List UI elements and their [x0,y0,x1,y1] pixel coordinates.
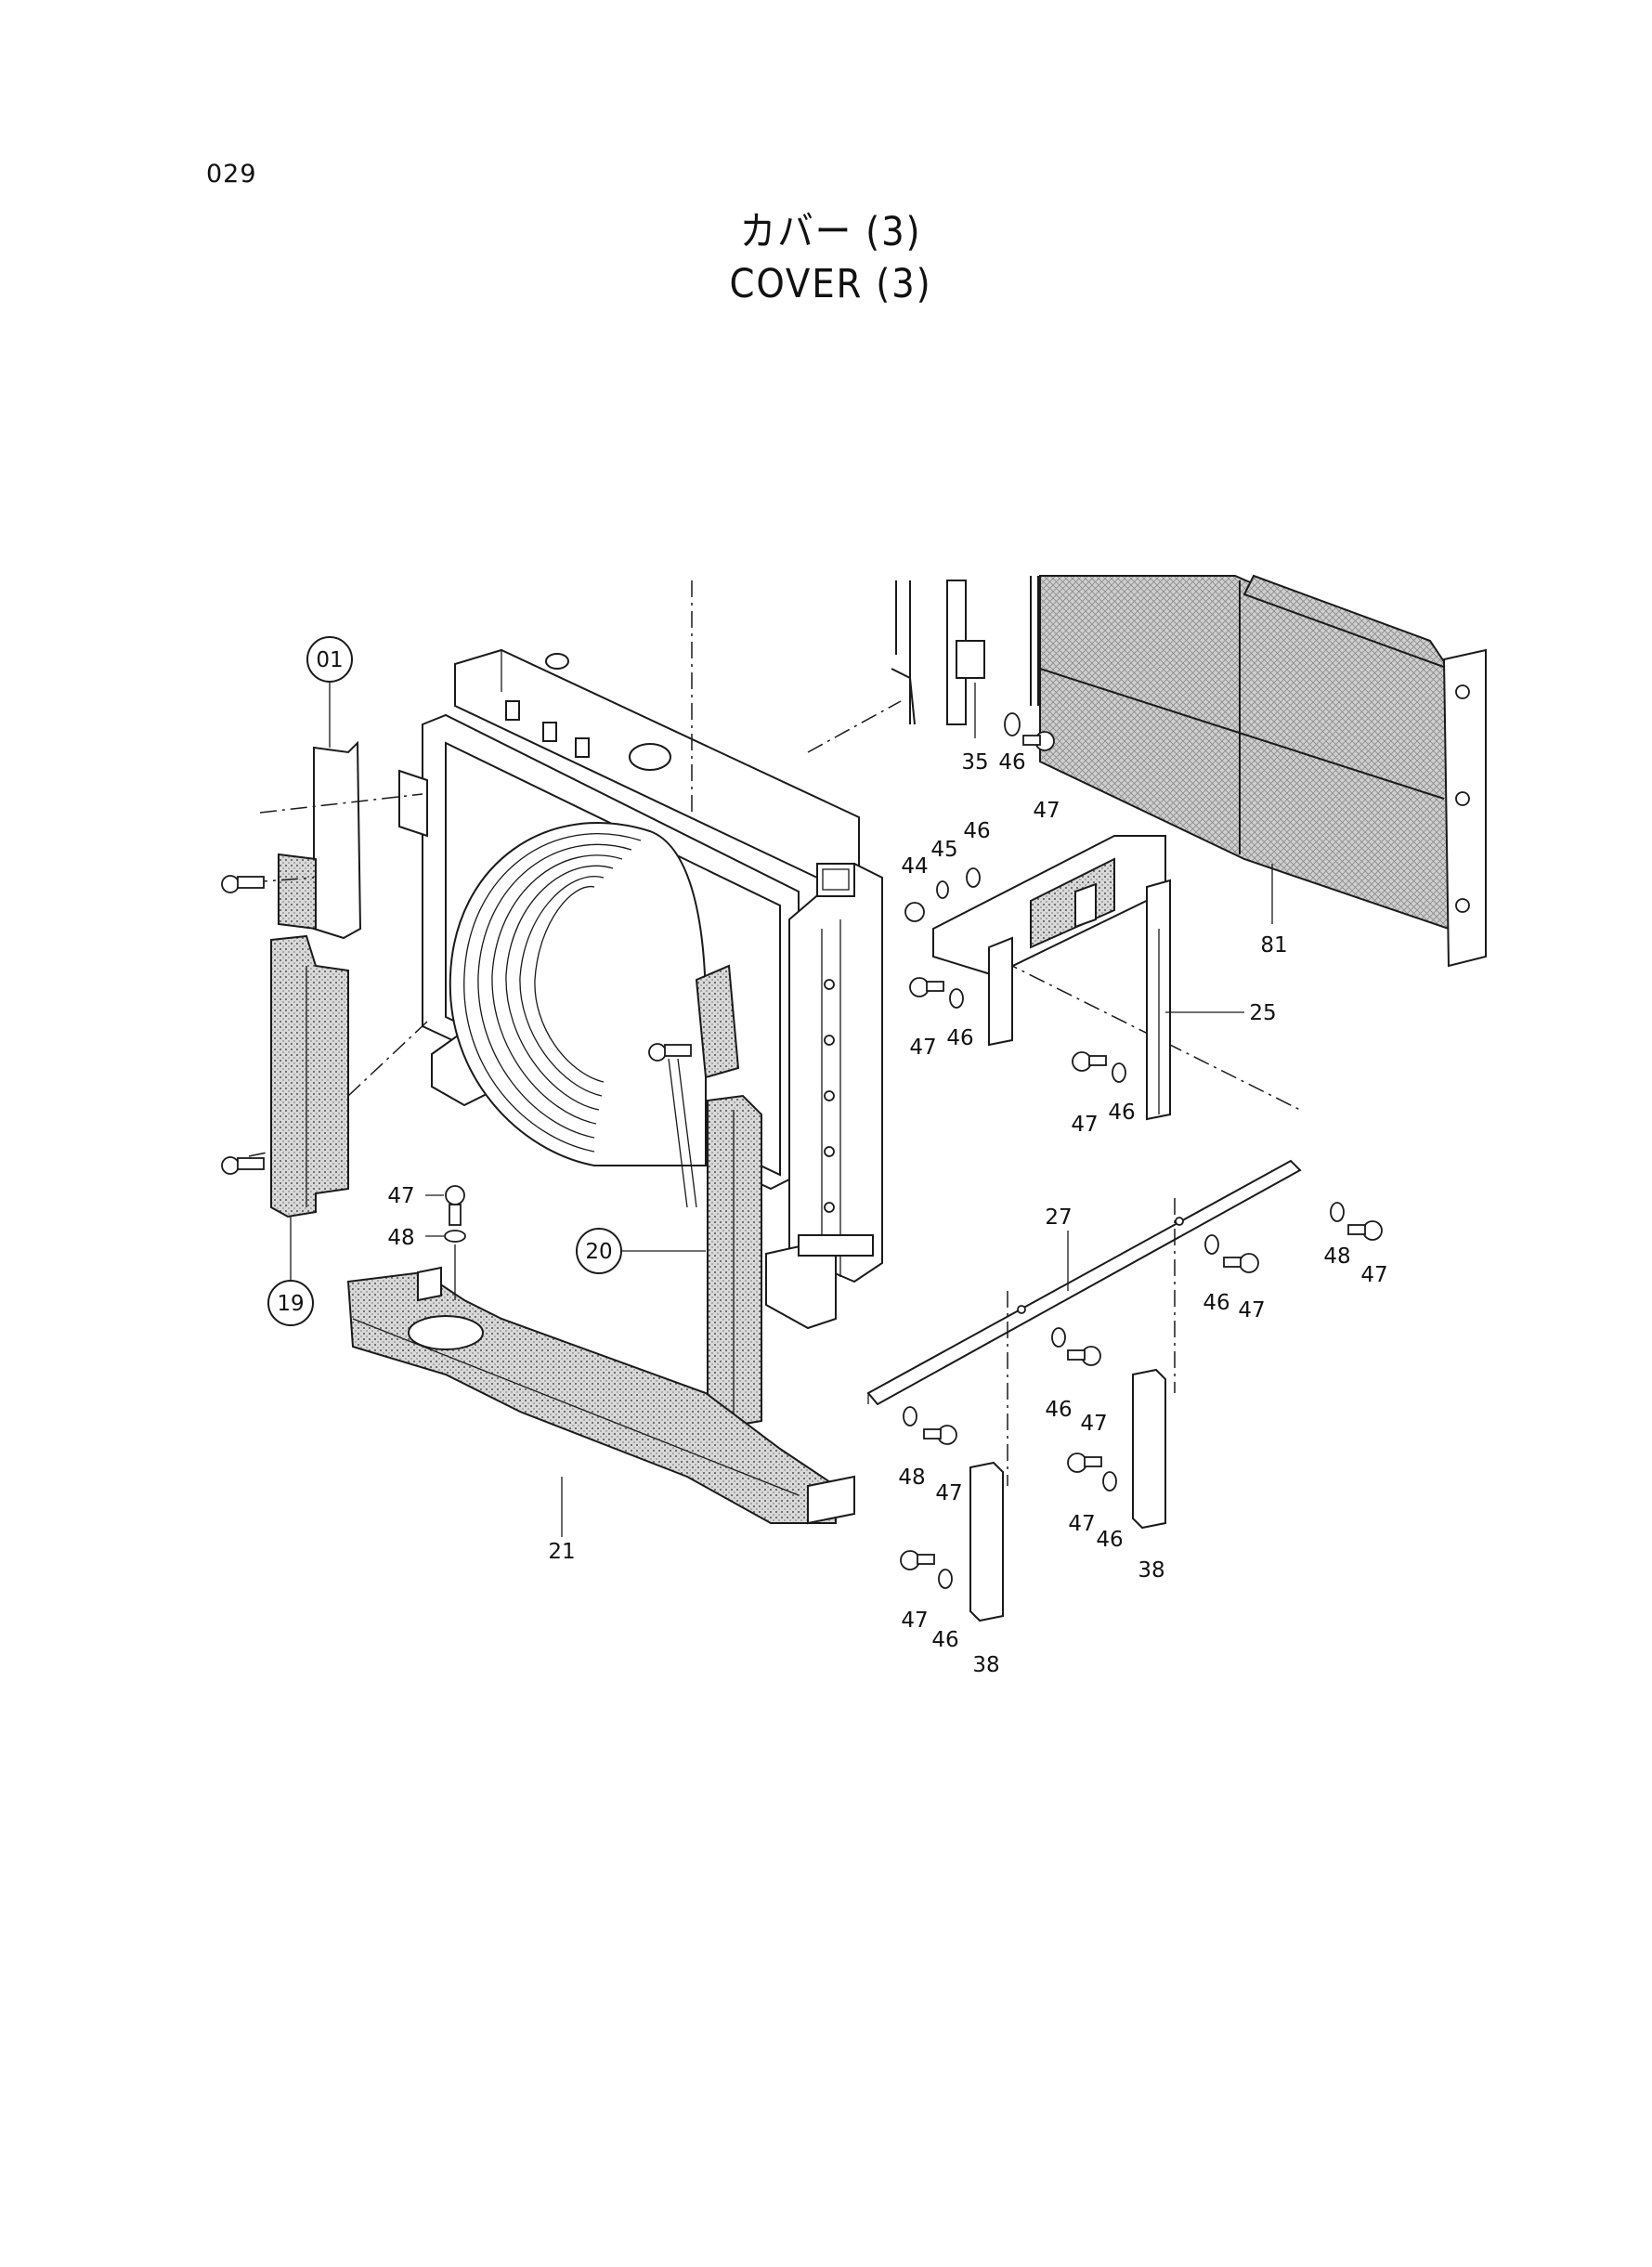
label-47: 47 [1080,1412,1107,1436]
label-81: 81 [1260,933,1287,958]
label-47: 47 [901,1609,928,1633]
label-38: 38 [1138,1558,1164,1583]
leader-lines [290,682,1273,1537]
callout-label: 01 [316,648,343,672]
label-27: 27 [1045,1205,1072,1230]
label-46: 46 [931,1628,958,1652]
label-38: 38 [972,1653,999,1677]
label-46: 46 [998,750,1025,775]
label-25: 25 [1249,1001,1276,1025]
label-47: 47 [387,1184,414,1208]
label-48: 48 [387,1226,414,1250]
callout-label: 20 [585,1240,612,1264]
label-47: 47 [935,1481,962,1505]
part-81-mesh-screen [1039,574,1487,968]
part-19-foam-strip [248,934,428,1218]
title-english: COVER (3) [729,261,932,307]
hardware-bolts-washers [221,712,1383,1589]
part-38-brackets [969,1198,1176,1622]
label-46: 46 [1045,1398,1072,1422]
label-47: 47 [1071,1113,1098,1137]
label-46: 46 [1203,1291,1229,1315]
page-number: 029 [206,160,257,189]
callout-label: 19 [277,1292,304,1316]
label-21: 21 [548,1540,575,1564]
upper-frame-pieces [891,576,1039,725]
label-46: 46 [946,1026,973,1050]
label-47: 47 [909,1036,936,1060]
part-number-labels: 21 25 27 35 38 38 44 45 46 46 46 46 46 4… [387,750,1387,1677]
part-25-bracket [932,835,1171,1121]
circled-callout-20: 20 [576,1228,622,1274]
label-47: 47 [1238,1298,1265,1322]
page-title: カバー (3) COVER (3) [0,206,1652,310]
label-46: 46 [1096,1528,1123,1552]
part-27-cross-bar [866,1159,1302,1406]
part-20-foam-strip [695,964,762,1427]
circled-callout-19: 19 [267,1280,314,1326]
label-48: 48 [898,1466,925,1490]
label-45: 45 [930,838,957,862]
radiator-assembly [398,648,883,1330]
part-21-bottom-tray [346,1266,855,1525]
label-35: 35 [961,750,988,775]
label-47: 47 [1033,799,1060,823]
label-47: 47 [1068,1512,1095,1536]
label-46: 46 [963,819,990,843]
title-japanese: カバー (3) [739,209,922,255]
circled-callout-01: 01 [306,636,353,683]
label-48: 48 [1323,1244,1350,1269]
label-46: 46 [1108,1101,1135,1125]
label-44: 44 [901,854,928,879]
part-01-bracket [250,740,423,940]
label-47: 47 [1360,1263,1387,1287]
